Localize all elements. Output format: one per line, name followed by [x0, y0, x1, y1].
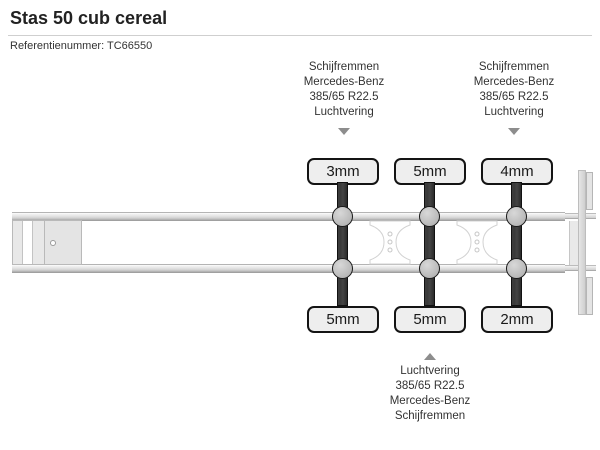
annotation-line: Mercedes-Benz — [473, 76, 555, 88]
kingpin-plate — [44, 220, 82, 265]
tread-depth-chip-top-axle-2[interactable]: 5mm — [394, 158, 466, 185]
wheel-hub-axle-2-bottom — [419, 258, 440, 279]
page-title: Stas 50 cub cereal — [10, 8, 168, 28]
tread-depth-chip-top-axle-3[interactable]: 4mm — [481, 158, 553, 185]
kingpin-icon — [50, 240, 56, 246]
annotation-line: Mercedes-Benz — [389, 395, 471, 407]
rear-lamp-top-icon — [586, 172, 593, 210]
annotation-line: Schijfremmen — [478, 61, 550, 73]
chassis-rail-top — [12, 212, 565, 221]
axle-bar-1 — [337, 182, 348, 306]
wheel-hub-axle-1-bottom — [332, 258, 353, 279]
rear-bumper-post — [578, 170, 586, 315]
tread-depth-chip-top-axle-1[interactable]: 3mm — [307, 158, 379, 185]
annotation-top-axle-3: Schijfremmen Mercedes-Benz 385/65 R22.5 … — [450, 60, 578, 120]
suspension-plate-1 — [369, 220, 411, 265]
annotation-line: Luchtvering — [400, 365, 460, 377]
triangle-down-icon — [338, 128, 350, 135]
axle-bar-3 — [511, 182, 522, 306]
annotation-top-axle-2: Schijfremmen Mercedes-Benz 385/65 R22.5 … — [280, 60, 408, 120]
rear-lamp-bottom-icon — [586, 277, 593, 315]
triangle-down-icon — [508, 128, 520, 135]
reference-number: Referentienummer: TC66550 — [10, 40, 153, 52]
suspension-plate-2 — [456, 220, 498, 265]
tread-depth-chip-bottom-axle-3[interactable]: 2mm — [481, 306, 553, 333]
annotation-line: 385/65 R22.5 — [479, 91, 549, 103]
annotation-line: Luchtvering — [484, 106, 544, 118]
annotation-line: Luchtvering — [314, 106, 374, 118]
annotation-line: Schijfremmen — [394, 410, 466, 422]
annotation-line: 385/65 R22.5 — [309, 91, 379, 103]
annotation-line: Mercedes-Benz — [303, 76, 385, 88]
annotation-line: 385/65 R22.5 — [395, 380, 465, 392]
wheel-hub-axle-2-top — [419, 206, 440, 227]
wheel-hub-axle-3-top — [506, 206, 527, 227]
page-header: Stas 50 cub cereal Referentienummer: TC6… — [0, 0, 600, 57]
triangle-up-icon — [424, 353, 436, 360]
annotation-bottom-axles: Luchtvering 385/65 R22.5 Mercedes-Benz S… — [366, 364, 494, 424]
wheel-hub-axle-3-bottom — [506, 258, 527, 279]
front-neck-slot — [22, 221, 33, 264]
annotation-line: Schijfremmen — [308, 61, 380, 73]
wheel-hub-axle-1-top — [332, 206, 353, 227]
tread-depth-chip-bottom-axle-2[interactable]: 5mm — [394, 306, 466, 333]
tread-depth-chip-bottom-axle-1[interactable]: 5mm — [307, 306, 379, 333]
chassis-rail-bottom — [12, 264, 565, 273]
axle-bar-2 — [424, 182, 435, 306]
header-divider — [8, 35, 592, 36]
